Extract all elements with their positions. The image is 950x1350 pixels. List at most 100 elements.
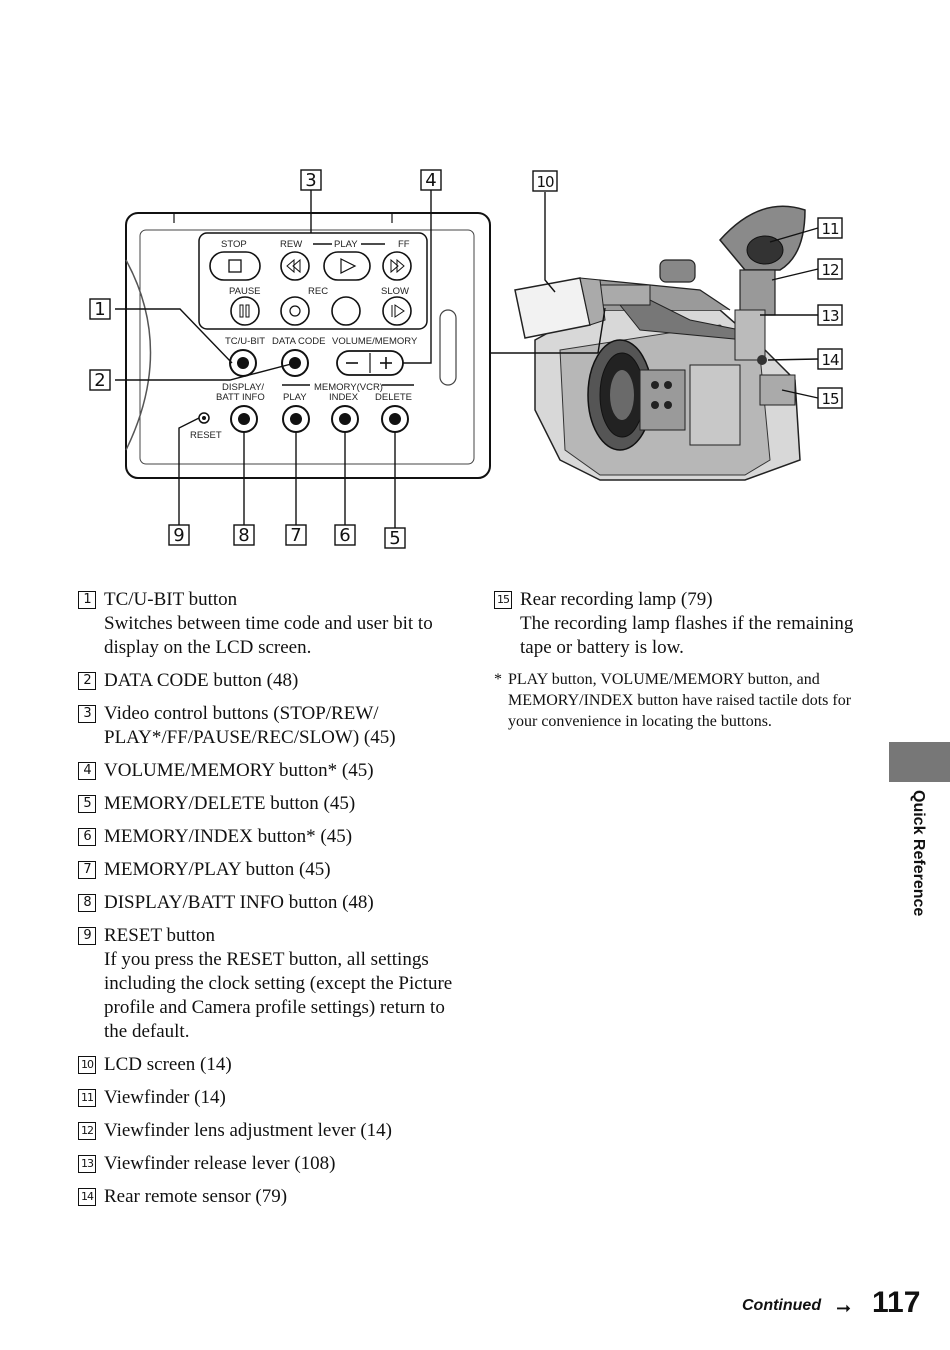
item-description: Switches between time code and user bit … [104, 613, 433, 658]
slow-button[interactable] [382, 296, 412, 326]
data-code-label: DATA CODE [272, 336, 326, 347]
camera-diagram: STOP REW PLAY FF PAUSE REC SLOW TC/U-BIT… [89, 169, 843, 549]
display-batt-button[interactable] [230, 405, 258, 433]
item-number-badge: 9 [78, 927, 96, 945]
item-number-badge: 2 [78, 672, 96, 690]
item-description: The recording lamp flashes if the remain… [520, 613, 854, 658]
play-label: PLAY [334, 239, 358, 250]
item-number-badge: 13 [78, 1155, 96, 1173]
list-item: 11 Viewfinder (14) [78, 1086, 458, 1110]
continued-text: Continued [742, 1297, 822, 1314]
ff-button[interactable] [382, 251, 412, 281]
memory-vcr-label: MEMORY(VCR) [314, 382, 383, 393]
item-number-badge: 12 [78, 1122, 96, 1140]
tc-ubit-button[interactable] [229, 349, 257, 377]
item-title: VOLUME/MEMORY button* (45) [104, 760, 374, 781]
item-number-badge: 6 [78, 828, 96, 846]
item-description: If you press the RESET button, all setti… [104, 949, 453, 1042]
item-title: Rear remote sensor (79) [104, 1186, 288, 1207]
list-item: 6 MEMORY/INDEX button* (45) [78, 825, 458, 849]
list-item: 10 LCD screen (14) [78, 1053, 458, 1077]
list-item: 4 VOLUME/MEMORY button* (45) [78, 759, 458, 783]
footnote-text: PLAY button, VOLUME/MEMORY button, and M… [508, 671, 852, 730]
list-item: 9 RESET button If you press the RESET bu… [78, 924, 458, 1044]
callout-8: 8 [233, 524, 255, 546]
footnote-marker: * [494, 671, 502, 688]
svg-text:15: 15 [821, 390, 839, 408]
page-number: 117 [872, 1286, 921, 1319]
item-title: DATA CODE button (48) [104, 670, 299, 691]
display-batt-label-1: DISPLAY/ [222, 382, 264, 393]
item-title: TC/U-BIT button [104, 589, 238, 610]
item-title: MEMORY/PLAY button (45) [104, 859, 331, 880]
item-number-badge: 5 [78, 795, 96, 813]
callout-14: 14 [817, 348, 843, 370]
svg-text:11: 11 [821, 220, 839, 238]
arrow-right-icon: ➞ [836, 1298, 852, 1319]
memory-delete-button[interactable] [381, 405, 409, 433]
list-item: 2 DATA CODE button (48) [78, 669, 458, 693]
callout-12: 12 [817, 258, 843, 280]
ff-label: FF [398, 239, 410, 250]
svg-text:13: 13 [821, 307, 839, 325]
section-tab [889, 742, 950, 782]
item-title: MEMORY/DELETE button (45) [104, 793, 356, 814]
callout-7: 7 [285, 524, 307, 546]
item-title: Viewfinder release lever (108) [104, 1153, 336, 1174]
reset-button[interactable] [198, 412, 210, 424]
callout-9: 9 [168, 524, 190, 546]
item-list-right: 15 Rear recording lamp (79) The recordin… [494, 588, 874, 732]
svg-text:12: 12 [821, 261, 839, 279]
callout-2: 2 [89, 369, 111, 391]
rec-label: REC [308, 286, 328, 297]
volume-memory-button[interactable] [336, 350, 404, 376]
list-item: 8 DISPLAY/BATT INFO button (48) [78, 891, 458, 915]
delete-label: DELETE [375, 392, 412, 403]
footnote: * PLAY button, VOLUME/MEMORY button, and… [494, 669, 874, 732]
callout-4: 4 [420, 169, 442, 191]
rec-safety-button[interactable] [331, 296, 361, 326]
svg-text:2: 2 [94, 370, 105, 391]
item-title: Viewfinder lens adjustment lever (14) [104, 1120, 392, 1141]
callout-6: 6 [334, 524, 356, 546]
reset-label: RESET [190, 430, 222, 441]
rec-button[interactable] [280, 296, 310, 326]
item-title: RESET button [104, 925, 216, 946]
rew-label: REW [280, 239, 302, 250]
callout-5: 5 [384, 527, 406, 549]
item-number-badge: 15 [494, 591, 512, 609]
svg-text:4: 4 [425, 170, 436, 191]
memory-play-button[interactable] [282, 405, 310, 433]
svg-text:6: 6 [339, 525, 350, 546]
tc-ubit-label: TC/U-BIT [225, 336, 265, 347]
item-number-badge: 10 [78, 1056, 96, 1074]
slow-label: SLOW [381, 286, 409, 297]
svg-text:5: 5 [389, 528, 400, 549]
svg-text:1: 1 [94, 299, 105, 320]
item-title: LCD screen (14) [104, 1054, 232, 1075]
list-item: 15 Rear recording lamp (79) The recordin… [494, 588, 874, 660]
svg-text:8: 8 [238, 525, 249, 546]
list-item: 13 Viewfinder release lever (108) [78, 1152, 458, 1176]
svg-text:3: 3 [305, 170, 316, 191]
camcorder-illustration [514, 205, 806, 481]
list-item: 7 MEMORY/PLAY button (45) [78, 858, 458, 882]
stop-button[interactable] [209, 251, 261, 281]
item-number-badge: 3 [78, 705, 96, 723]
item-number-badge: 8 [78, 894, 96, 912]
item-list-left: 1 TC/U-BIT button Switches between time … [78, 588, 458, 1218]
item-number-badge: 14 [78, 1188, 96, 1206]
stop-label: STOP [221, 239, 247, 250]
rew-button[interactable] [280, 251, 310, 281]
memory-index-button[interactable] [331, 405, 359, 433]
play-button[interactable] [323, 251, 371, 281]
list-item: 3 Video control buttons (STOP/REW/ PLAY*… [78, 702, 458, 750]
callout-13: 13 [817, 304, 843, 326]
section-label: Quick Reference [903, 790, 933, 940]
index-label: INDEX [329, 392, 359, 403]
pause-button[interactable] [230, 296, 260, 326]
callout-1: 1 [89, 298, 111, 320]
item-number-badge: 7 [78, 861, 96, 879]
item-title: Viewfinder (14) [104, 1087, 226, 1108]
svg-text:7: 7 [290, 525, 301, 546]
